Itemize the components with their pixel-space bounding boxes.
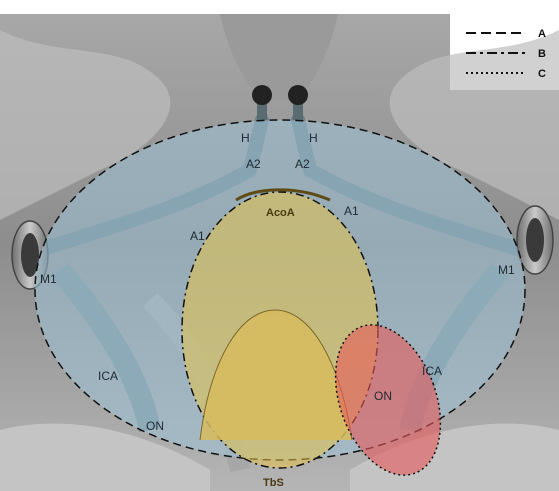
legend-label-b: B xyxy=(538,48,546,60)
heubner-artery-left xyxy=(252,85,272,105)
label-h-right: H xyxy=(309,131,318,145)
label-acoa: AcoA xyxy=(266,207,295,219)
label-ica-left: ICA xyxy=(98,369,118,383)
label-m1-right: M1 xyxy=(498,263,515,277)
label-ica-right: ICA xyxy=(422,364,442,378)
label-a1-right: A1 xyxy=(344,204,359,218)
label-on-left: ON xyxy=(146,419,164,433)
m1-lumen-right xyxy=(526,218,544,262)
label-m1-left: M1 xyxy=(40,272,57,286)
label-tbs: TbS xyxy=(263,477,284,489)
label-on-right: ON xyxy=(374,389,392,403)
heubner-artery-right xyxy=(288,85,308,105)
label-a1-left: A1 xyxy=(190,229,205,243)
legend-label-c: C xyxy=(538,68,546,80)
label-h-left: H xyxy=(241,131,250,145)
legend-label-a: A xyxy=(538,28,546,40)
label-a2-left: A2 xyxy=(246,157,261,171)
label-a2-right: A2 xyxy=(295,157,310,171)
